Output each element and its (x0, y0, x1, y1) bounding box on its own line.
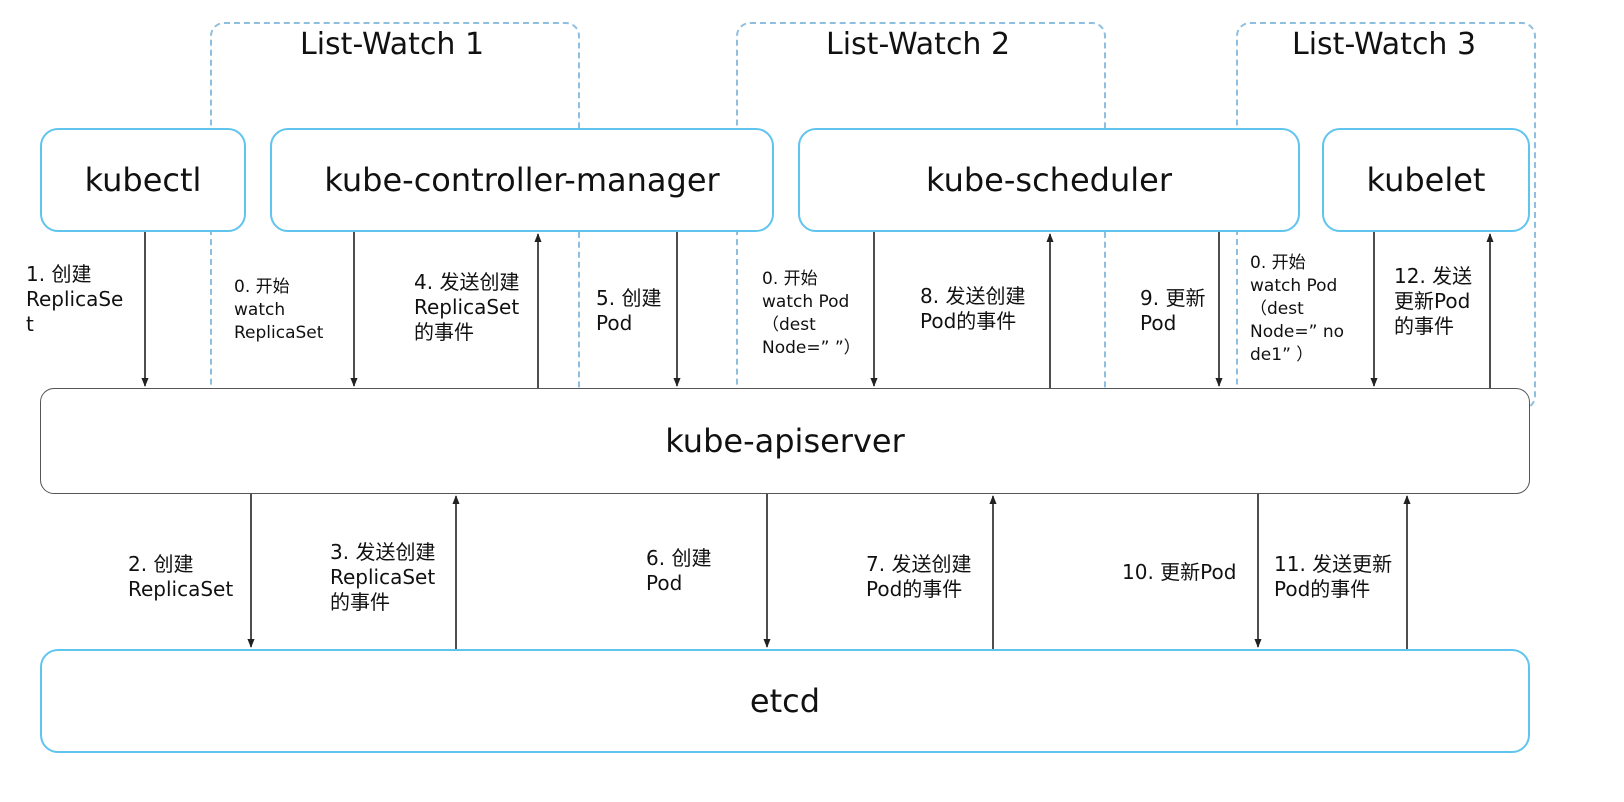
step-3-label: 3. 发送创建 ReplicaSet 的事件 (330, 540, 436, 614)
kubelet-box: kubelet (1322, 128, 1530, 232)
list-watch-3-title: List-Watch 3 (1292, 27, 1477, 62)
step-9-label: 9. 更新 Pod (1140, 286, 1206, 335)
etcd-box: etcd (40, 649, 1530, 753)
step-8-label: 8. 发送创建 Pod的事件 (920, 284, 1026, 333)
step-0-watch-replicaset-label: 0. 开始 watch ReplicaSet (234, 277, 324, 343)
step-2-label: 2. 创建 ReplicaSet (128, 552, 234, 601)
step-0-watch-pod-scheduler-label: 0. 开始 watch Pod （dest Node=” ”） (762, 269, 861, 358)
step-12-label: 12. 发送 更新Pod 的事件 (1394, 264, 1473, 338)
step-4-label: 4. 发送创建 ReplicaSet 的事件 (414, 270, 520, 344)
list-watch-1-title: List-Watch 1 (300, 27, 485, 62)
kubectl-box: kubectl (40, 128, 246, 232)
step-10-label: 10. 更新Pod (1122, 560, 1237, 584)
step-6-label: 6. 创建 Pod (646, 546, 712, 595)
step-1-label: 1. 创建 ReplicaSe t (26, 262, 124, 336)
step-7-label: 7. 发送创建 Pod的事件 (866, 552, 972, 601)
list-watch-2-title: List-Watch 2 (826, 27, 1011, 62)
kube-scheduler-box: kube-scheduler (798, 128, 1300, 232)
step-0-watch-pod-kubelet-label: 0. 开始 watch Pod （dest Node=” no de1” ） (1250, 253, 1344, 365)
step-11-label: 11. 发送更新 Pod的事件 (1274, 552, 1393, 601)
kube-apiserver-box: kube-apiserver (40, 388, 1530, 494)
kube-controller-manager-box: kube-controller-manager (270, 128, 774, 232)
step-5-label: 5. 创建 Pod (596, 286, 662, 335)
